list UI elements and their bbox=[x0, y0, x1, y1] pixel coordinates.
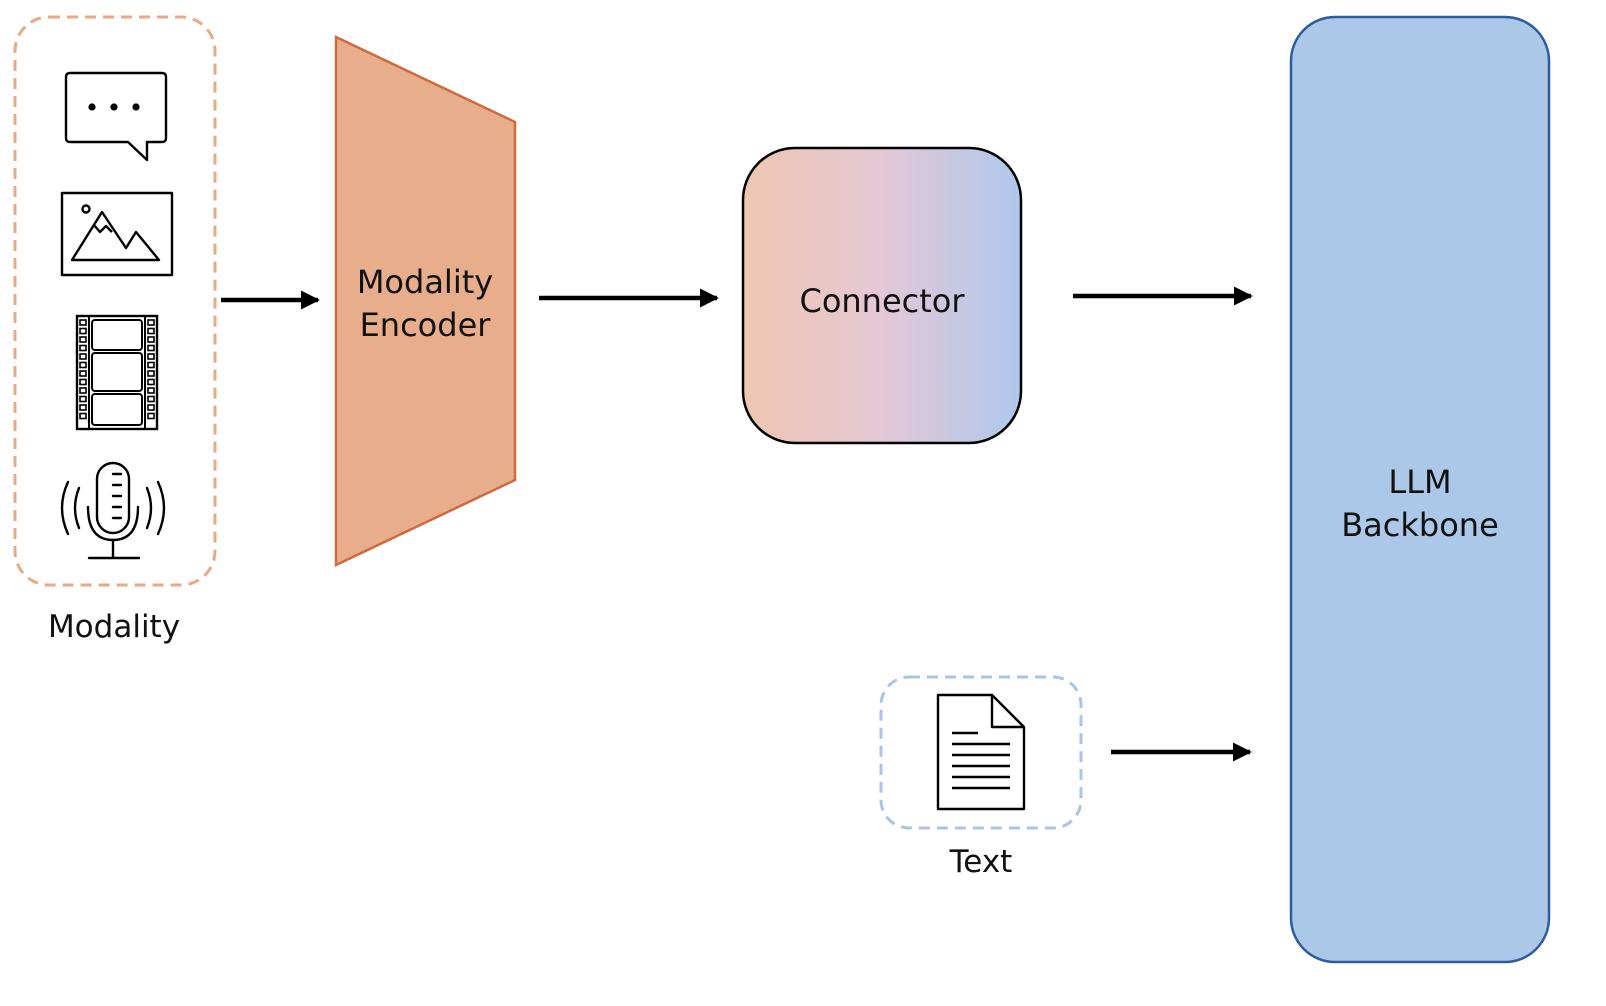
film-sprocket-hole bbox=[147, 327, 155, 335]
film-sprocket-hole bbox=[147, 387, 155, 394]
modality-label: Modality bbox=[48, 609, 180, 645]
film-sprocket-hole bbox=[79, 336, 87, 343]
film-sprocket-hole bbox=[79, 378, 87, 386]
connector-label: Connector bbox=[799, 282, 965, 320]
llm-backbone-box bbox=[1289, 15, 1551, 964]
film-sprocket-hole bbox=[147, 353, 155, 360]
encoder-label-line2: Encoder bbox=[360, 306, 492, 344]
llm-backbone: LLM Backbone bbox=[1289, 15, 1551, 964]
film-sprocket-hole bbox=[79, 327, 87, 335]
text-dashed-box bbox=[879, 675, 1083, 830]
modality-encoder: Modality Encoder bbox=[334, 35, 517, 567]
film-sprocket-hole bbox=[147, 336, 155, 343]
microphone-icon bbox=[60, 461, 166, 560]
film-sprocket-hole bbox=[79, 353, 87, 360]
connector-box bbox=[741, 146, 1023, 445]
film-sprocket-hole bbox=[79, 395, 87, 403]
modality-dashed-box bbox=[13, 15, 217, 587]
film-strip-icon bbox=[75, 314, 159, 431]
film-sprocket-hole bbox=[147, 370, 155, 377]
film-sprocket-hole bbox=[147, 319, 155, 326]
modality-group: Modality bbox=[13, 15, 217, 645]
encoder-trapezoid bbox=[334, 35, 517, 567]
film-sprocket-hole bbox=[79, 404, 87, 411]
speech-bubble-icon bbox=[64, 71, 168, 162]
film-sprocket-hole bbox=[79, 319, 87, 326]
image-icon bbox=[60, 191, 174, 277]
film-sprocket-hole bbox=[147, 395, 155, 403]
document-icon bbox=[936, 693, 1026, 811]
film-sprocket-hole bbox=[147, 344, 155, 352]
film-sprocket-hole bbox=[147, 404, 155, 411]
text-label: Text bbox=[949, 844, 1013, 880]
encoder-label-line1: Modality bbox=[357, 263, 493, 301]
film-sprocket-hole bbox=[79, 370, 87, 377]
llm-label-line2: Backbone bbox=[1341, 506, 1499, 544]
film-sprocket-hole bbox=[147, 412, 155, 420]
film-sprocket-hole bbox=[79, 387, 87, 394]
text-group: Text bbox=[879, 675, 1083, 880]
llm-label-line1: LLM bbox=[1388, 463, 1451, 501]
film-sprocket-hole bbox=[79, 412, 87, 420]
connector: Connector bbox=[741, 146, 1023, 445]
film-sprocket-hole bbox=[147, 361, 155, 369]
film-sprocket-hole bbox=[79, 361, 87, 369]
film-sprocket-hole bbox=[79, 344, 87, 352]
film-sprocket-hole bbox=[147, 378, 155, 386]
